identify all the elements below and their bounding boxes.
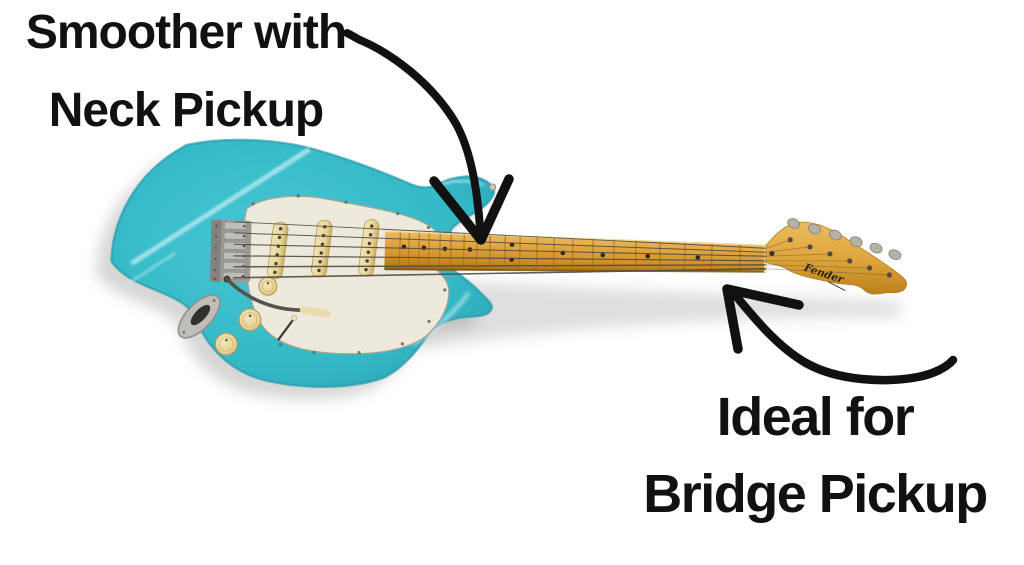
strings <box>233 221 890 279</box>
neck-pickup-label: Smoother with Neck Pickup <box>0 0 378 150</box>
body-gloss-streak <box>130 147 311 266</box>
neck-pickup-label-line1: Smoother with <box>25 6 347 59</box>
fretboard-top-edge <box>385 230 767 246</box>
volume-knob <box>258 276 278 296</box>
bridge <box>210 219 252 283</box>
body-gloss-streak-2 <box>116 251 177 292</box>
tuner-posts <box>787 237 892 278</box>
jack-plate <box>177 294 221 339</box>
neck-bottom-edge <box>384 268 766 273</box>
tuner-buttons <box>787 218 902 260</box>
pickup-selector-switch <box>277 314 297 341</box>
tone-knob-2 <box>214 332 238 356</box>
neck-shadow <box>391 276 901 350</box>
tremolo-arm <box>223 275 331 318</box>
guitar: Fender <box>96 138 908 400</box>
neck-pickup-label-line2: Neck Pickup <box>48 84 324 137</box>
bridge-pickup-label: Ideal for Bridge Pickup <box>613 379 1017 533</box>
bridge-pickup <box>267 221 289 280</box>
headstock-strings <box>765 239 890 276</box>
neck-pickup-arrow <box>343 29 514 245</box>
strap-button <box>488 183 497 191</box>
tone-knob-1 <box>238 308 262 332</box>
bridge-pickup-label-line2: Bridge Pickup <box>643 464 988 524</box>
truss-rod-nut <box>769 250 775 257</box>
bridge-pickup-arrow <box>722 284 958 385</box>
bridge-pickup-label-line1: Ideal for <box>716 387 915 447</box>
